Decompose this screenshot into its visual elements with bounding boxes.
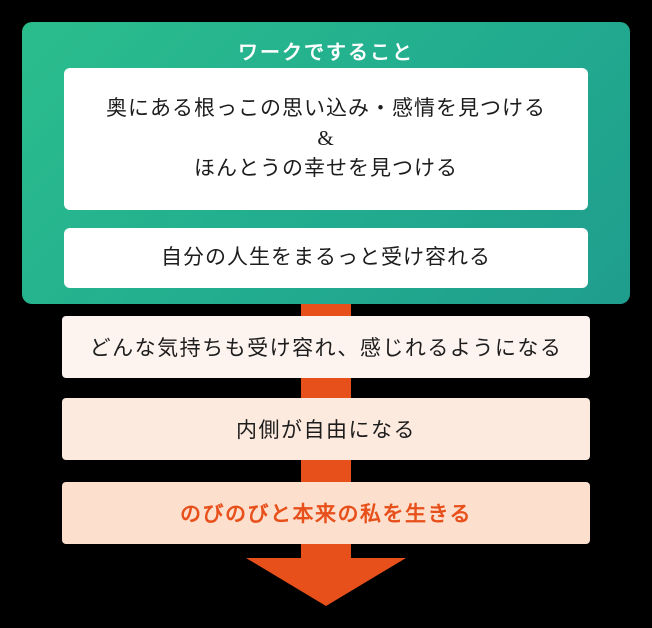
- work-item-box-1-line-3: ほんとうの幸せを見つける: [194, 155, 458, 180]
- work-item-box-1: 奥にある根っこの思い込み・感情を見つける & ほんとうの幸せを見つける: [64, 68, 588, 210]
- work-item-box-2-line-1: 自分の人生をまるっと受け容れる: [161, 245, 491, 270]
- result-step-2: 内側が自由になる: [62, 398, 590, 460]
- result-step-3: のびのびと本来の私を生きる: [62, 482, 590, 544]
- work-section-panel: ワークですること 奥にある根っこの思い込み・感情を見つける & ほんとうの幸せを…: [22, 22, 630, 304]
- down-arrow-head-icon: [246, 558, 406, 606]
- result-step-1: どんな気持ちも受け容れ、感じれるようになる: [62, 316, 590, 378]
- section-title: ワークですること: [238, 42, 414, 64]
- work-item-box-1-line-2: &: [317, 126, 335, 151]
- work-item-box-2: 自分の人生をまるっと受け容れる: [64, 228, 588, 288]
- work-item-box-1-line-1: 奥にある根っこの思い込み・感情を見つける: [106, 96, 546, 121]
